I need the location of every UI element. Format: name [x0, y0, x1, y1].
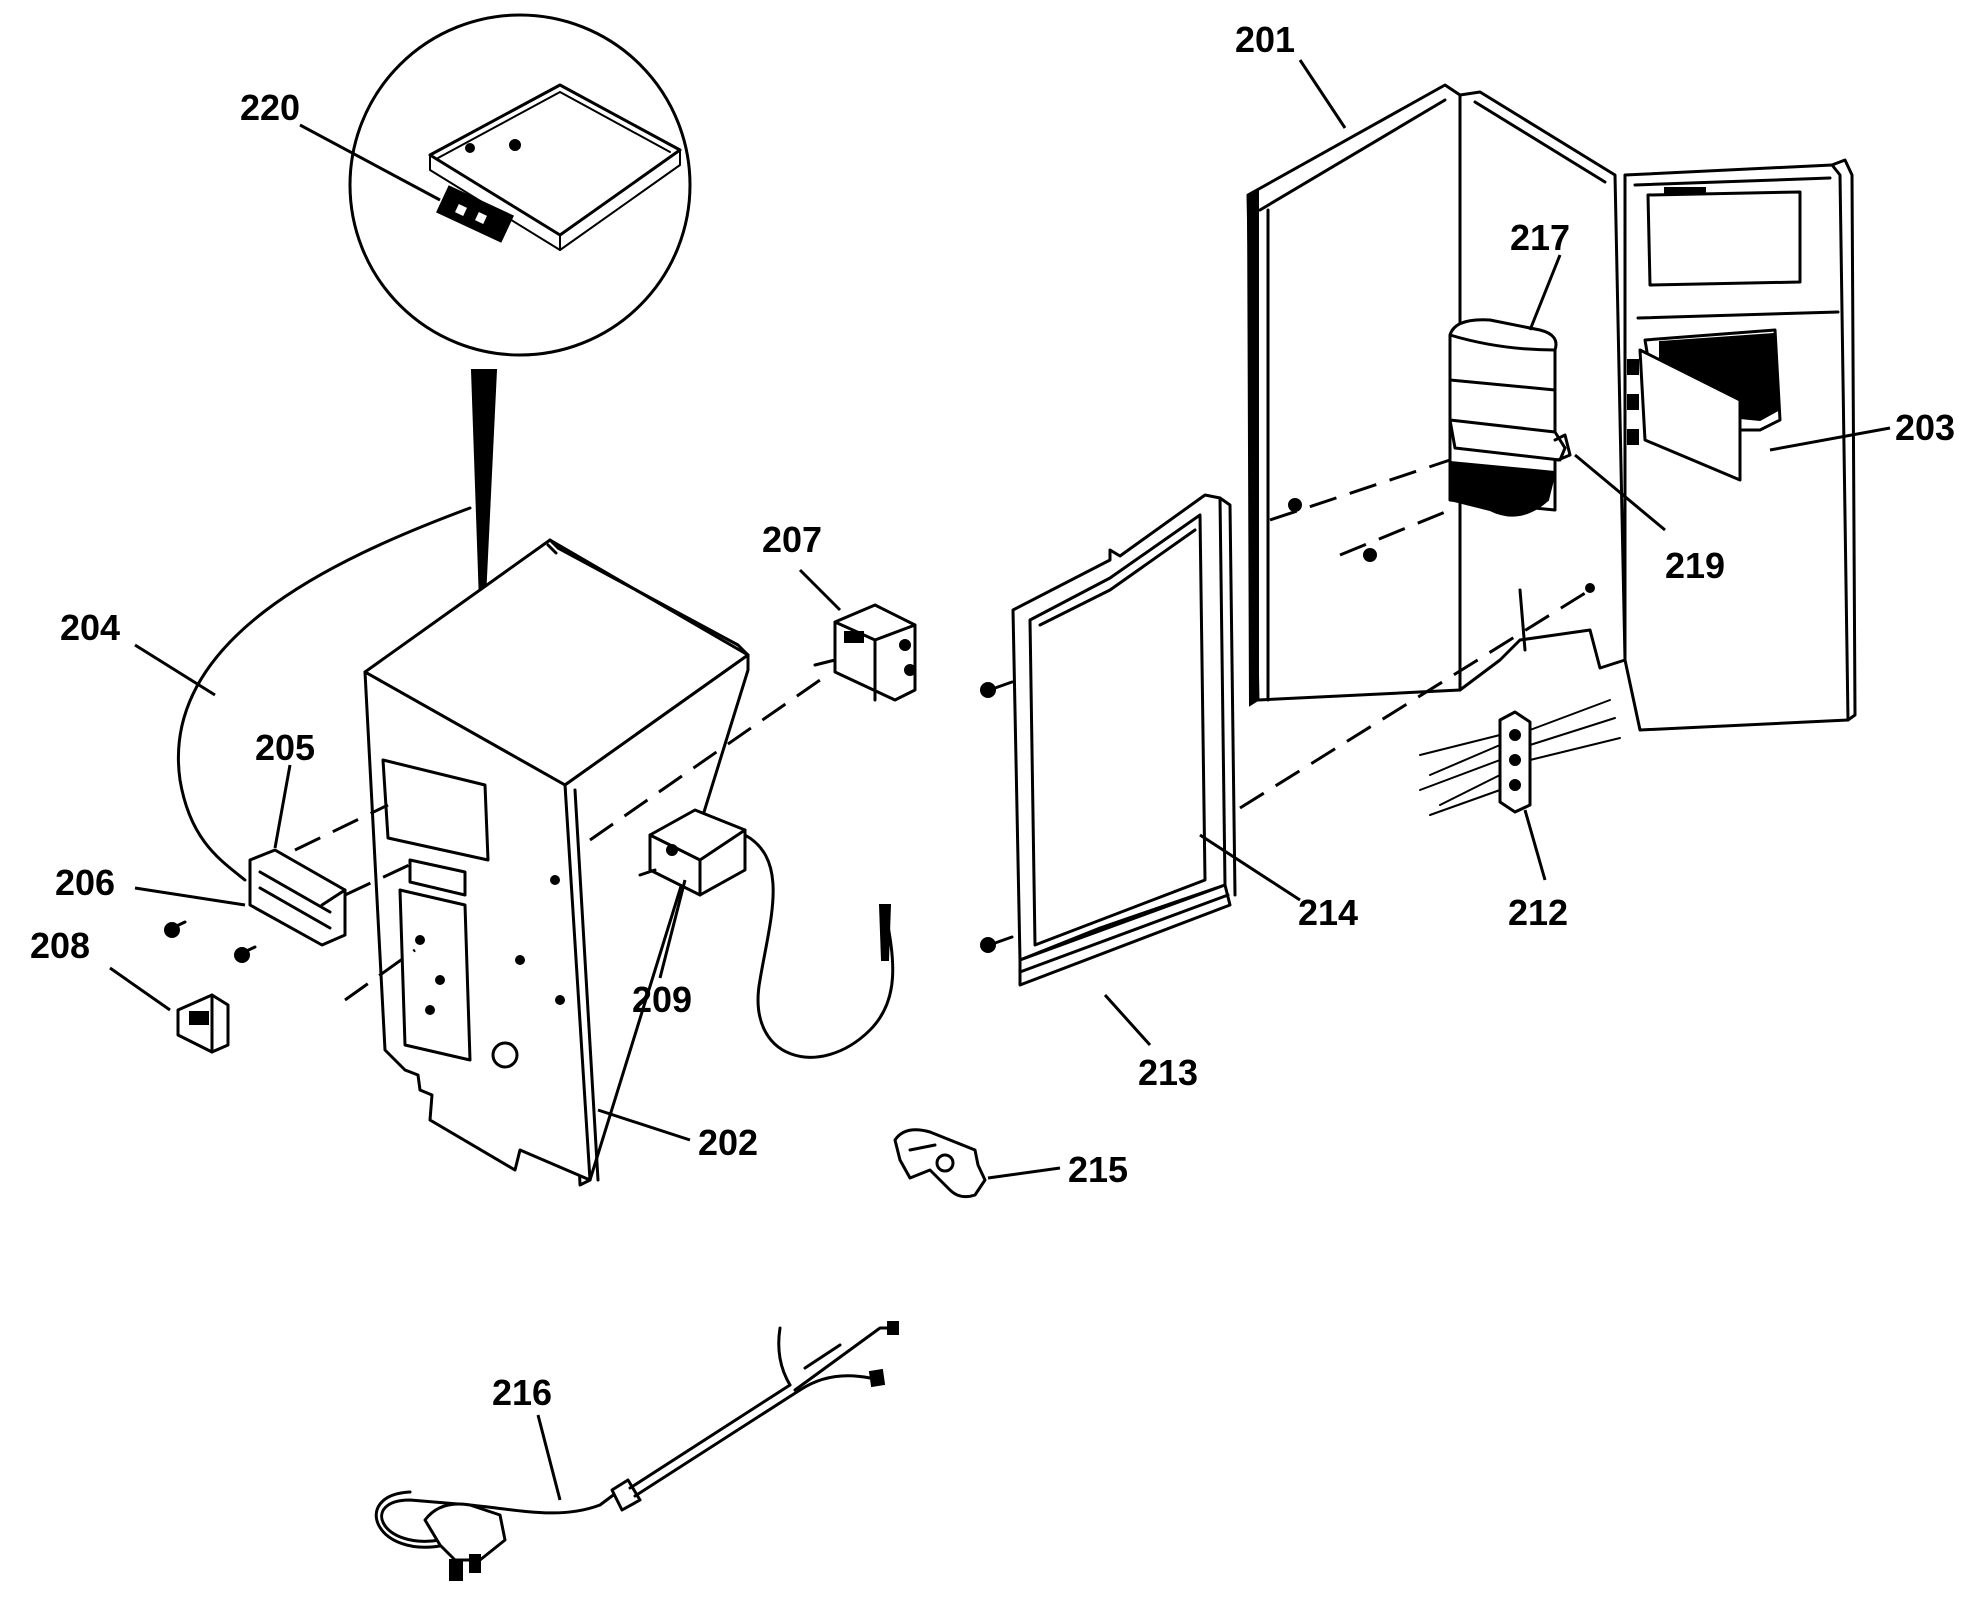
leader-219	[1574, 453, 1666, 532]
leader-206	[134, 886, 246, 907]
control-box-202	[363, 538, 750, 1187]
label-212: 212	[1508, 892, 1568, 933]
side-wall-201	[1246, 83, 1462, 707]
label-220: 220	[240, 87, 300, 128]
leader-207	[798, 568, 842, 612]
power-cord-216	[374, 1321, 899, 1581]
label-203: 203	[1895, 407, 1955, 448]
leader-220	[299, 123, 441, 202]
label-217: 217	[1510, 217, 1570, 258]
leader-217	[1528, 254, 1562, 331]
dispenser-housing-203	[1623, 158, 1857, 732]
label-209: 209	[632, 979, 692, 1020]
screws-206	[164, 920, 257, 963]
leader-203	[1769, 426, 1891, 452]
panel-214	[1011, 493, 1237, 962]
module-217	[1448, 318, 1567, 517]
label-216: 216	[492, 1372, 552, 1413]
leader-205	[273, 764, 292, 849]
assembly-line-206	[344, 858, 421, 897]
wire-harness-204	[176, 506, 472, 882]
leader-215	[987, 1166, 1061, 1180]
label-202: 202	[698, 1122, 758, 1163]
leader-lines	[109, 59, 1891, 1501]
leader-212	[1523, 809, 1547, 881]
assembly-line-208	[344, 948, 416, 1002]
thermostat-209	[638, 808, 895, 1059]
leader-216	[536, 1414, 562, 1501]
assembly-line-201	[1269, 458, 1451, 522]
assembly-line-205	[294, 803, 389, 852]
leader-202	[597, 1108, 691, 1142]
label-208: 208	[30, 925, 90, 966]
leader-209	[658, 879, 687, 979]
leader-214	[1199, 833, 1301, 902]
detail-circle-220	[348, 13, 692, 661]
assembly-line-212	[1239, 588, 1591, 810]
label-204: 204	[60, 607, 120, 648]
control-board-220	[428, 83, 682, 251]
label-205: 205	[255, 727, 315, 768]
screws-214	[980, 680, 1014, 953]
label-215: 215	[1068, 1149, 1128, 1190]
switch-208	[176, 993, 230, 1054]
clip-215	[893, 1128, 987, 1199]
leader-201	[1298, 59, 1347, 129]
label-201: 201	[1235, 19, 1295, 60]
leader-204	[134, 643, 216, 697]
relay-207	[813, 603, 917, 702]
label-206: 206	[55, 862, 115, 903]
strap-219	[1553, 433, 1572, 462]
terminal-block-212	[1419, 699, 1621, 816]
label-213: 213	[1138, 1052, 1198, 1093]
assembly-line-207	[589, 678, 821, 842]
assembly-line-219	[1339, 508, 1451, 557]
bracket-213	[1018, 883, 1232, 987]
part-labels: 201 202 203 204 205 206 207 208 209 212 …	[30, 19, 1955, 1413]
connector-205-206	[248, 848, 347, 947]
leader-208	[109, 966, 171, 1012]
leader-213	[1103, 993, 1152, 1047]
label-214: 214	[1298, 892, 1358, 933]
label-219: 219	[1665, 545, 1725, 586]
label-207: 207	[762, 519, 822, 560]
